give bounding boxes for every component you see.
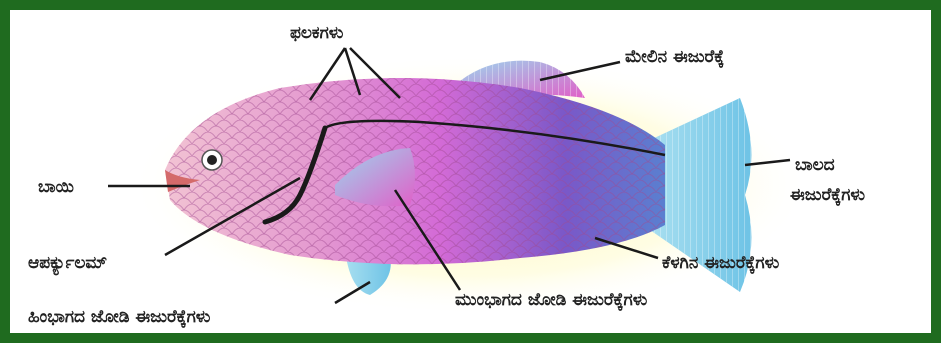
label-caudal-fin-1: ಬಾಲದ [795, 155, 835, 175]
label-scales: ಫಲಕಗಳು [290, 23, 344, 43]
fish-pupil [207, 155, 217, 165]
label-pelvic-fins: ಹಿಂಭಾಗದ ಜೋಡಿ ಈಜುರೆಕ್ಕೆಗಳು [28, 307, 211, 328]
label-pectoral-fins: ಮುಂಭಾಗದ ಜೋಡಿ ಈಜುರೆಕ್ಕೆಗಳು [455, 290, 648, 311]
label-operculum: ಆಪರ್ಕ್ಯುಲಮ್ [28, 253, 107, 276]
label-caudal-fin-2: ಈಜುರೆಕ್ಕೆಗಳು [790, 185, 866, 206]
label-mouth: ಬಾಯಿ [38, 177, 74, 197]
label-dorsal-fin: ಮೇಲಿನ ಈಜುರೆಕ್ಕೆ [625, 47, 724, 68]
label-anal-fin: ಕೆಳಗಿನ ಈಜುರೆಕ್ಕೆಗಳು [662, 253, 780, 274]
